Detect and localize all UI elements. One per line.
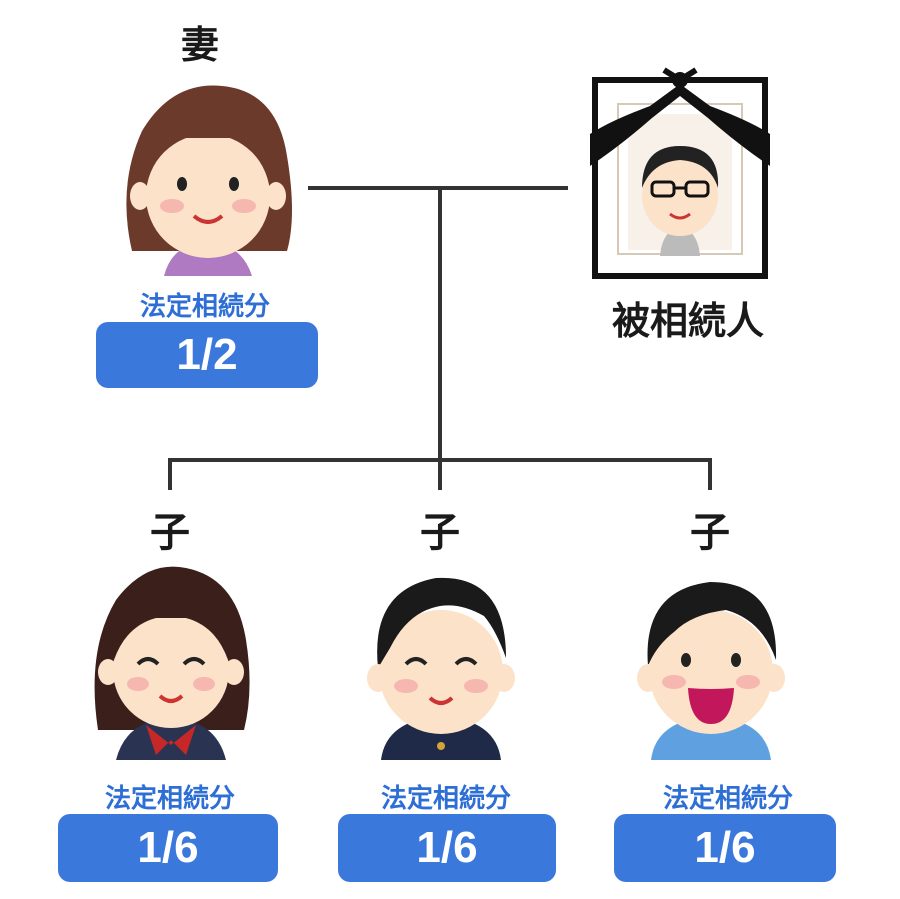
- wife-share-label: 法定相続分: [139, 292, 270, 322]
- deceased-role-label: 被相続人: [611, 299, 764, 343]
- child-1-share-value: 1/6: [58, 814, 278, 882]
- child-1-illustration: [94, 566, 250, 760]
- child-3-role-label: 子: [690, 510, 730, 556]
- wife-share-value: 1/2: [96, 322, 318, 388]
- child-1-share-label: 法定相続分: [104, 784, 235, 814]
- deceased-memorial-portrait: [590, 67, 770, 279]
- wife-illustration: [126, 85, 292, 276]
- child-3-share-label: 法定相続分: [662, 784, 793, 814]
- child-3-illustration: [637, 582, 785, 760]
- child-2-share-value: 1/6: [338, 814, 556, 882]
- child-1-role-label: 子: [150, 510, 190, 556]
- wife-role-label: 妻: [180, 23, 219, 67]
- child-2-illustration: [367, 577, 515, 760]
- child-3-share-value: 1/6: [614, 814, 836, 882]
- child-2-role-label: 子: [420, 510, 460, 556]
- child-2-share-label: 法定相続分: [380, 784, 511, 814]
